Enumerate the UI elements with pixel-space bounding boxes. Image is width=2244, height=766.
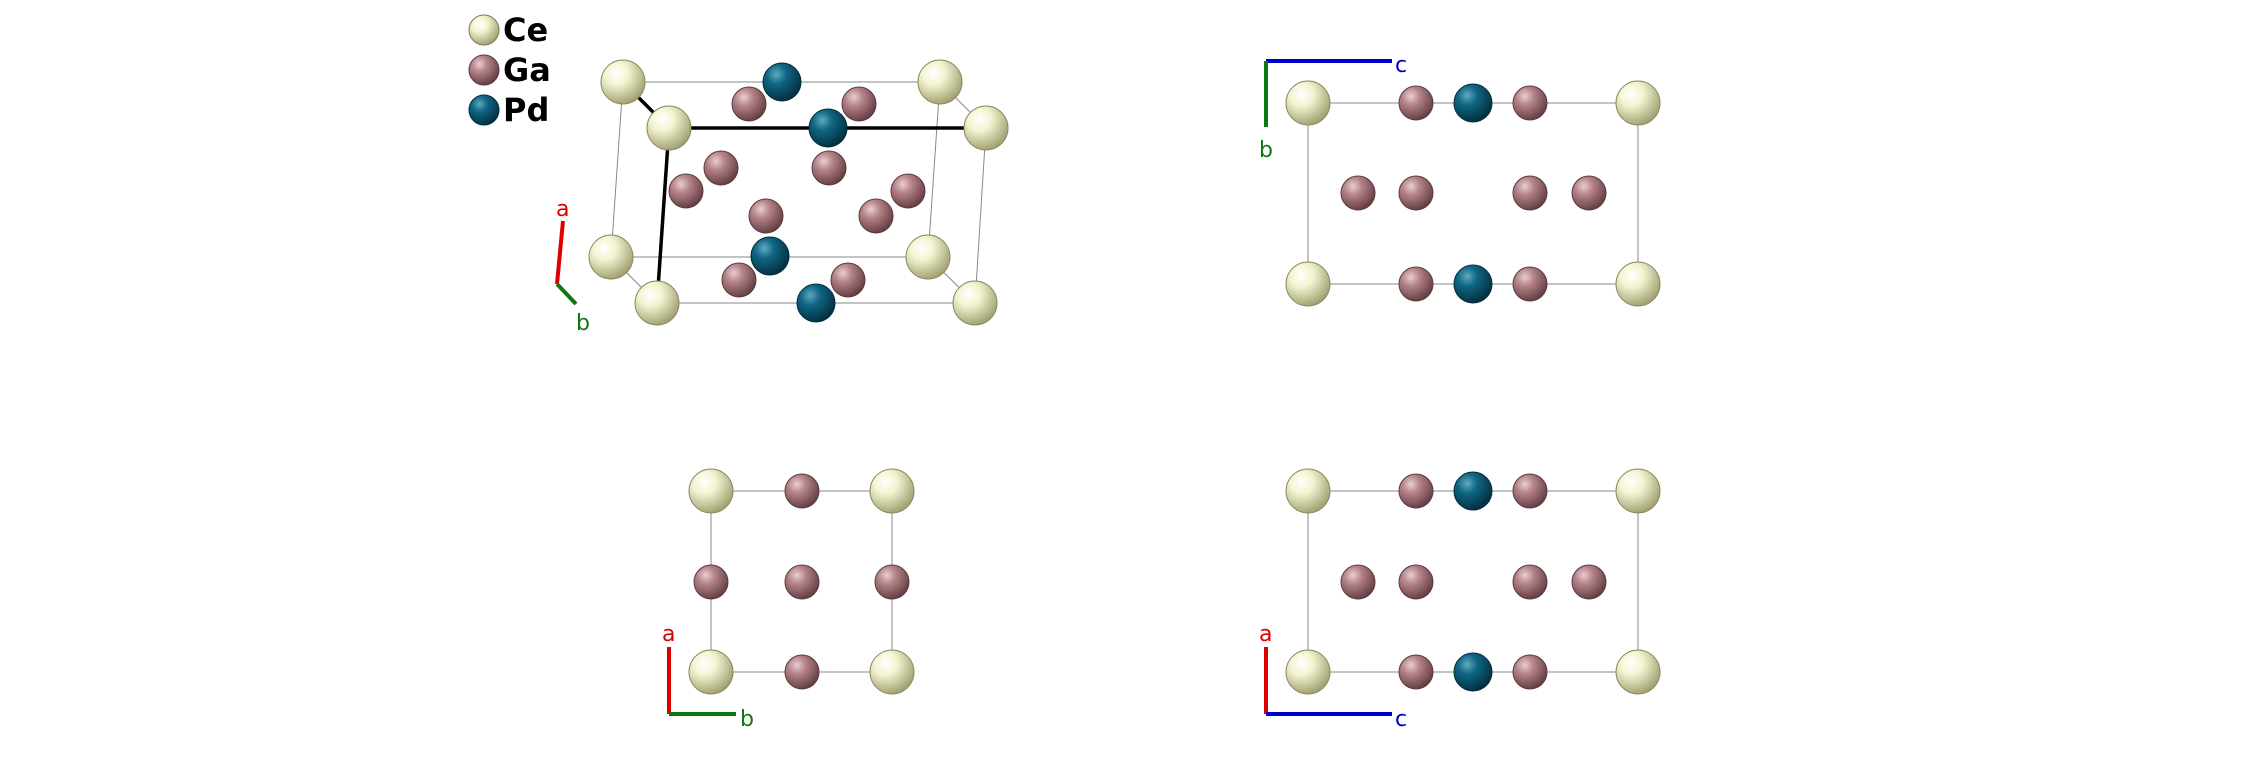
ce-atom-icon bbox=[468, 14, 500, 46]
view-along-c: a b bbox=[662, 468, 915, 732]
ce-atom bbox=[1615, 468, 1661, 514]
legend: Ce Ga Pd bbox=[468, 11, 551, 129]
ce-atom bbox=[963, 105, 1009, 151]
ce-atom bbox=[600, 59, 646, 105]
ga-atom bbox=[1398, 473, 1434, 509]
a-axis-label: a bbox=[662, 622, 675, 647]
axis-triad-along-c: a b bbox=[662, 622, 754, 732]
ga-atom bbox=[841, 86, 877, 122]
ce-atom bbox=[869, 649, 915, 695]
b-axis-label: b bbox=[1259, 138, 1273, 163]
legend-label-ce: Ce bbox=[503, 11, 548, 49]
ga-atom bbox=[890, 173, 926, 209]
ga-atom bbox=[1398, 266, 1434, 302]
legend-label-pd: Pd bbox=[503, 91, 549, 129]
ga-atom bbox=[858, 198, 894, 234]
pd-atom bbox=[762, 62, 802, 102]
axis-triad-along-b: a c bbox=[1259, 622, 1407, 732]
b-axis-line bbox=[555, 282, 578, 306]
ga-atom bbox=[1398, 654, 1434, 690]
ga-atom bbox=[1512, 85, 1548, 121]
pd-atom bbox=[750, 236, 790, 276]
c-axis-label: c bbox=[1395, 53, 1407, 78]
a-axis-line bbox=[555, 220, 565, 285]
ga-atom bbox=[811, 150, 847, 186]
ga-atom bbox=[1340, 564, 1376, 600]
ga-atom bbox=[1512, 175, 1548, 211]
legend-label-ga: Ga bbox=[503, 51, 551, 89]
ce-atom bbox=[1615, 261, 1661, 307]
pd-atom bbox=[1453, 83, 1493, 123]
ce-atom bbox=[1285, 261, 1331, 307]
ce-atom bbox=[917, 59, 963, 105]
ga-atom bbox=[830, 262, 866, 298]
b-axis-label: b bbox=[576, 311, 590, 336]
ce-atom bbox=[588, 234, 634, 280]
pd-atom bbox=[1453, 471, 1493, 511]
ga-atom bbox=[693, 564, 729, 600]
pd-atom bbox=[1453, 652, 1493, 692]
ga-atom bbox=[1512, 473, 1548, 509]
view-along-b: a c bbox=[1259, 468, 1661, 732]
ce-atom bbox=[905, 234, 951, 280]
ga-atom bbox=[668, 173, 704, 209]
pd-atom-icon bbox=[468, 94, 500, 126]
ce-atom bbox=[1615, 80, 1661, 126]
legend-item-pd: Pd bbox=[468, 91, 549, 129]
ga-atom bbox=[1340, 175, 1376, 211]
c-axis-label: c bbox=[1395, 707, 1407, 732]
b-axis-label: b bbox=[740, 707, 754, 732]
ga-atom bbox=[1512, 266, 1548, 302]
ga-atom bbox=[731, 86, 767, 122]
legend-item-ga: Ga bbox=[468, 51, 551, 89]
a-axis-label: a bbox=[1259, 622, 1272, 647]
ce-atom bbox=[646, 105, 692, 151]
ce-atom bbox=[869, 468, 915, 514]
perspective-view: a b bbox=[555, 59, 1009, 336]
ce-atom bbox=[634, 280, 680, 326]
ga-atom bbox=[784, 564, 820, 600]
ga-atom bbox=[1398, 564, 1434, 600]
pd-atom bbox=[808, 108, 848, 148]
ga-atom bbox=[748, 198, 784, 234]
ga-atom bbox=[1398, 175, 1434, 211]
ce-atom bbox=[688, 649, 734, 695]
ga-atom bbox=[1512, 654, 1548, 690]
ga-atom bbox=[703, 150, 739, 186]
legend-item-ce: Ce bbox=[468, 11, 548, 49]
ce-atom bbox=[1285, 468, 1331, 514]
ga-atom bbox=[1398, 85, 1434, 121]
pd-atom bbox=[796, 283, 836, 323]
ce-atom bbox=[1615, 649, 1661, 695]
ce-atom bbox=[1285, 80, 1331, 126]
ce-atom bbox=[952, 280, 998, 326]
ga-atom bbox=[1571, 564, 1607, 600]
axis-triad-along-a: c b bbox=[1259, 53, 1407, 163]
ga-atom bbox=[1571, 175, 1607, 211]
ga-atom bbox=[874, 564, 910, 600]
ga-atom bbox=[721, 262, 757, 298]
a-axis-label: a bbox=[556, 197, 569, 222]
pd-atom bbox=[1453, 264, 1493, 304]
ga-atom-icon bbox=[468, 54, 500, 86]
view-along-a: c b bbox=[1259, 53, 1661, 307]
ga-atom bbox=[1512, 564, 1548, 600]
ce-atom bbox=[688, 468, 734, 514]
ga-atom bbox=[784, 654, 820, 690]
axis-triad-perspective: a b bbox=[555, 197, 590, 336]
ga-atom bbox=[784, 473, 820, 509]
ce-atom bbox=[1285, 649, 1331, 695]
